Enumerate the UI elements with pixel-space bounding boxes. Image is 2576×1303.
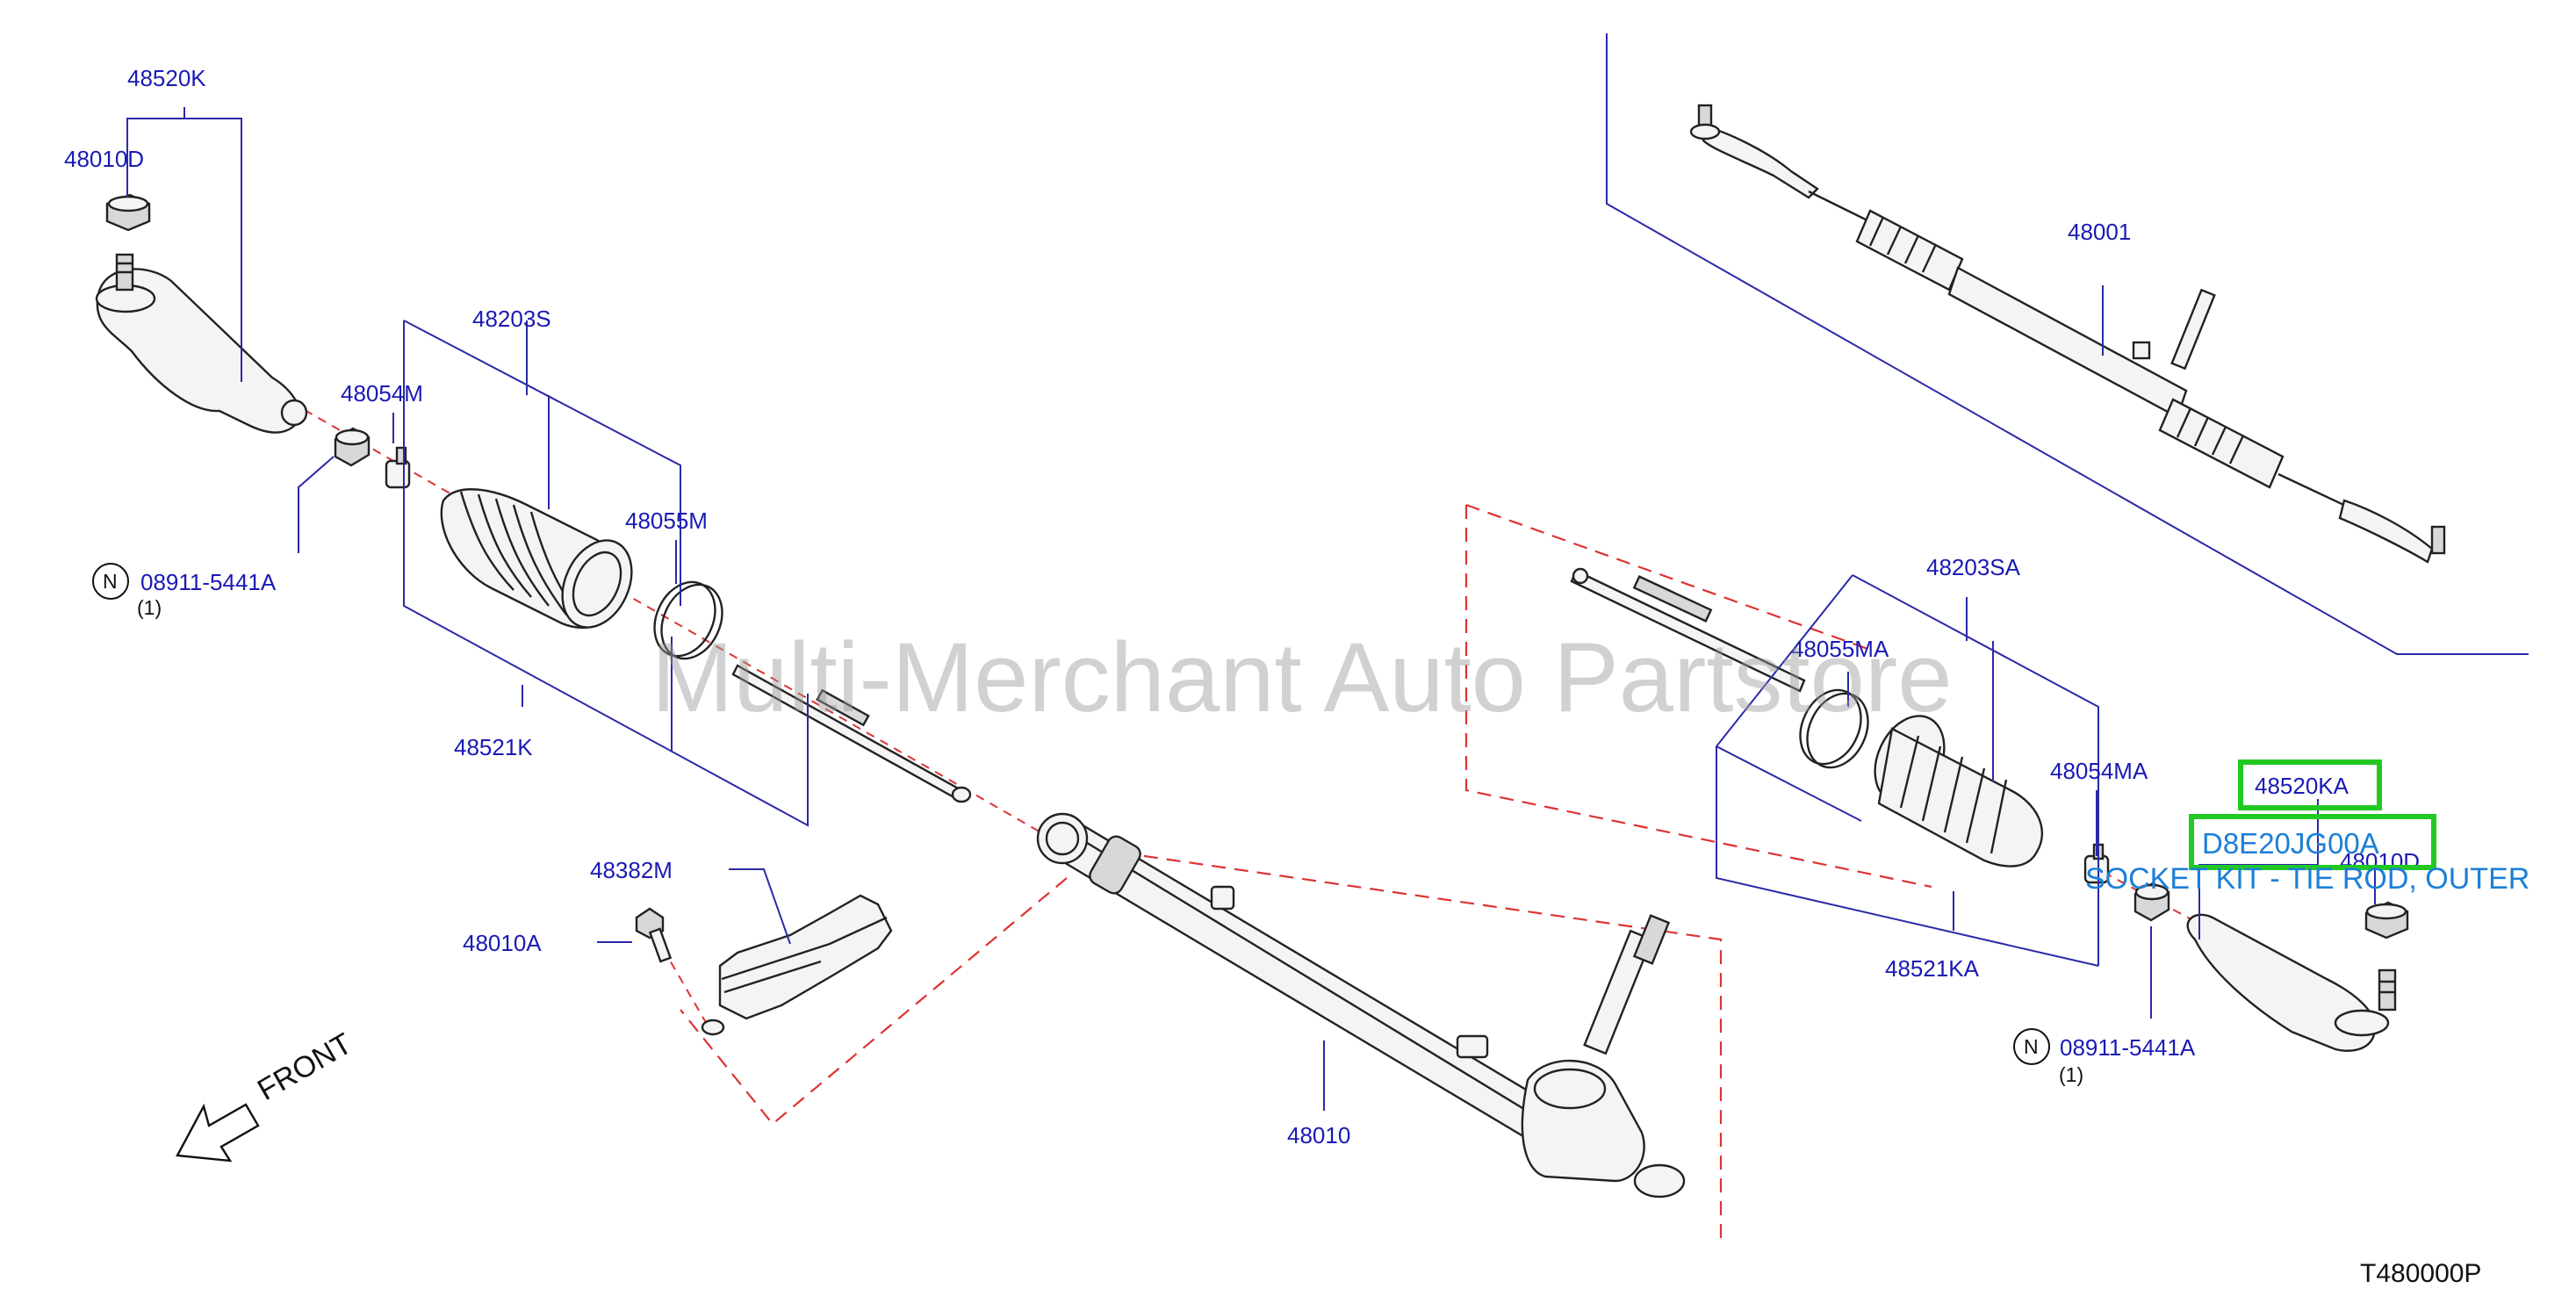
- callout-08911-right-qty: (1): [2059, 1063, 2083, 1086]
- highlight-description: SOCKET KIT - TIE ROD, OUTER: [2085, 862, 2529, 896]
- boot-clamp-left: [385, 446, 411, 489]
- front-label: FRONT: [252, 1026, 357, 1106]
- callout-48521KA[interactable]: 48521KA: [1885, 955, 1980, 982]
- callout-08911-right[interactable]: 08911-5441A: [2060, 1034, 2196, 1061]
- callout-48520K[interactable]: 48520K: [127, 65, 206, 91]
- n-symbol-right-text: N: [2024, 1035, 2039, 1058]
- highlight-box-sku: [2189, 814, 2436, 870]
- callout-48001[interactable]: 48001: [2068, 219, 2131, 245]
- leader-lines: [126, 33, 2529, 1111]
- n-symbol-left: [92, 563, 129, 600]
- diagram-code: T480000P: [2360, 1259, 2481, 1288]
- steering-rack-complete: [1689, 104, 2446, 564]
- n-symbol-left-text: N: [103, 570, 118, 593]
- lock-nut-left: [334, 427, 371, 467]
- cut-line-top: [1465, 503, 1871, 652]
- callout-48203SA[interactable]: 48203SA: [1926, 554, 2021, 580]
- boot-band-right: [1799, 688, 1869, 769]
- n-symbol-right: [2013, 1028, 2050, 1065]
- boot-band-left: [653, 580, 723, 660]
- callout-48054MA[interactable]: 48054MA: [2050, 758, 2148, 784]
- front-direction-arrow: FRONT: [176, 1026, 357, 1163]
- callout-48010A[interactable]: 48010A: [463, 930, 542, 956]
- callout-48055M[interactable]: 48055M: [625, 508, 708, 534]
- boot-right: [1874, 715, 2044, 867]
- callout-48382M[interactable]: 48382M: [590, 857, 673, 883]
- cut-line-left: [680, 877, 1068, 1126]
- highlight-part-number[interactable]: 48520KA: [2255, 773, 2349, 799]
- lock-nut-right: [2133, 882, 2170, 922]
- callout-48054M[interactable]: 48054M: [341, 380, 423, 407]
- watermark: Multi-Merchant Auto Partstore: [651, 623, 1952, 732]
- bolt-axis: [662, 947, 712, 1033]
- callout-08911-left-qty: (1): [137, 596, 162, 619]
- highlight-sku[interactable]: D8E20JG00A: [2202, 827, 2379, 860]
- cut-line-inner-rod: [1464, 505, 1932, 889]
- callout-48010[interactable]: 48010: [1287, 1122, 1350, 1148]
- steering-gear-assembly: [1036, 812, 1686, 1199]
- inner-tie-rod-left: [731, 664, 972, 803]
- boot-left: [440, 488, 633, 630]
- callout-48521K[interactable]: 48521K: [454, 734, 533, 760]
- tie-rod-end-left: [95, 193, 308, 434]
- highlight-box-part-number: [2238, 759, 2382, 810]
- callout-48055MA[interactable]: 48055MA: [1791, 636, 1889, 662]
- callout-48010D-left[interactable]: 48010D: [64, 146, 144, 172]
- inner-tie-rod-right: [1570, 567, 1806, 693]
- tie-rod-end-right: [2186, 901, 2409, 1052]
- callout-08911-left[interactable]: 08911-5441A: [140, 569, 277, 595]
- callout-48203S[interactable]: 48203S: [472, 306, 551, 332]
- heat-insulator: [701, 894, 893, 1036]
- mounting-bolt: [635, 907, 673, 963]
- cut-line-right: [1053, 841, 1723, 1238]
